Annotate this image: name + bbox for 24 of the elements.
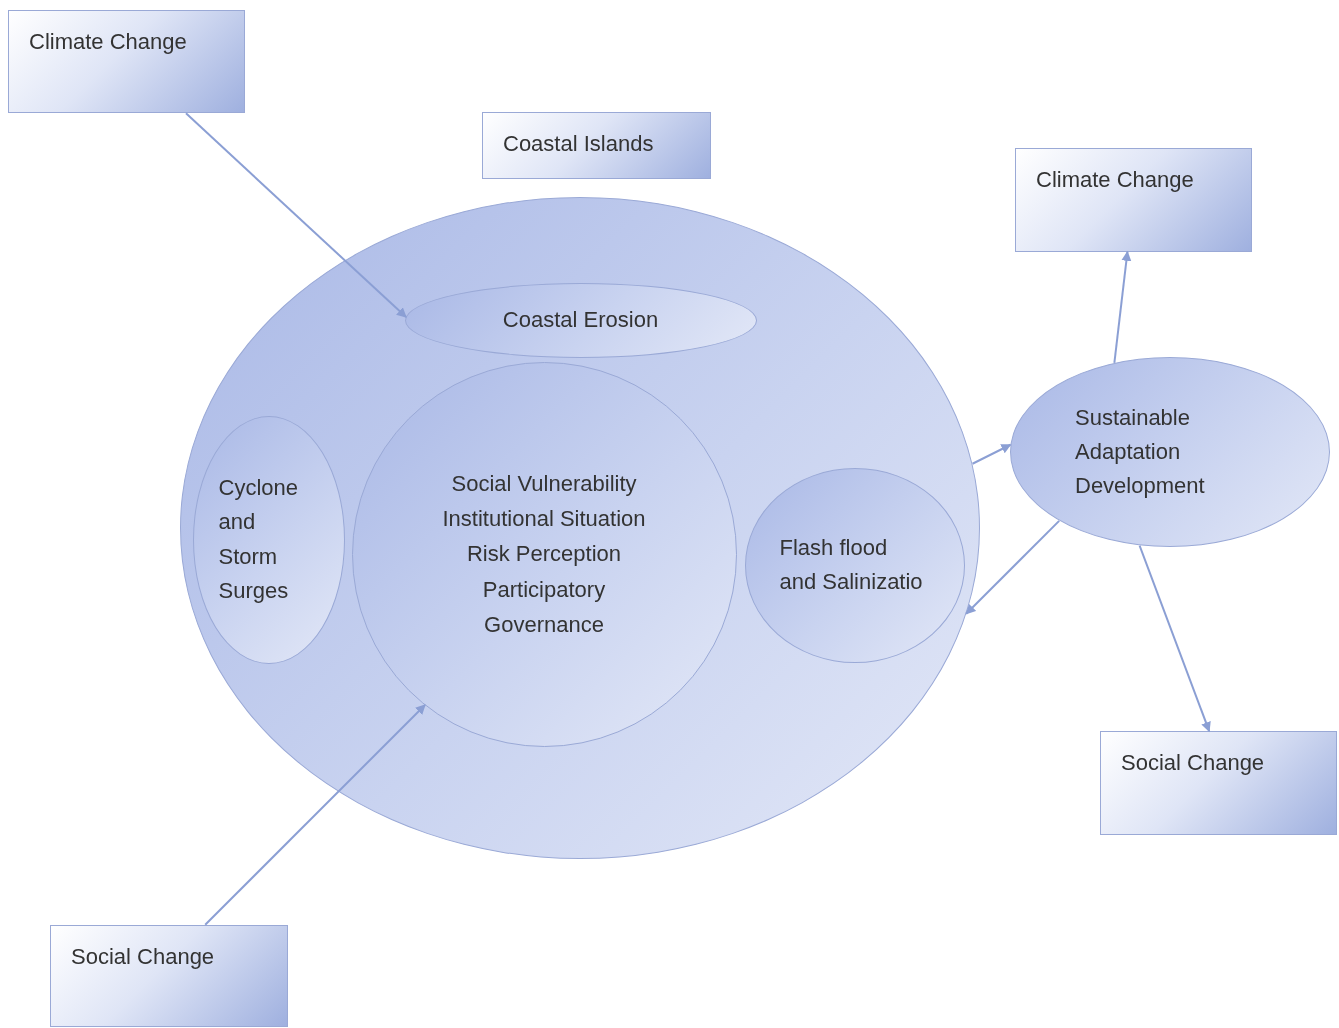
label-text: Sustainable Adaptation Development bbox=[1075, 403, 1206, 501]
arrow bbox=[204, 704, 426, 926]
text-box bbox=[1100, 731, 1337, 835]
label-text: Social Change bbox=[1121, 749, 1265, 777]
label-text: Risk Perception bbox=[466, 540, 622, 569]
text-box bbox=[50, 925, 288, 1027]
label-text: Flash flood and Salinizatio bbox=[779, 533, 924, 596]
text-box bbox=[482, 112, 711, 179]
text-box bbox=[1015, 148, 1252, 252]
label-text: Social Change bbox=[71, 943, 215, 971]
label-text: Participatory Governance bbox=[481, 575, 607, 639]
label-text: Cyclone and Storm Surges bbox=[218, 474, 299, 605]
arrow bbox=[1138, 544, 1211, 733]
label-text: Climate Change bbox=[29, 28, 187, 56]
text-box bbox=[8, 10, 245, 113]
arrow bbox=[1113, 250, 1132, 364]
label-text: Social Vulnerability bbox=[451, 470, 637, 499]
arrow bbox=[185, 112, 408, 319]
label-text: Climate Change bbox=[1036, 166, 1194, 194]
label-text: Coastal Erosion bbox=[502, 305, 659, 334]
arrow bbox=[971, 443, 1012, 465]
label-text: Institutional Situation bbox=[442, 505, 646, 534]
label-text: Coastal Islands bbox=[503, 130, 654, 158]
arrow bbox=[965, 519, 1061, 615]
